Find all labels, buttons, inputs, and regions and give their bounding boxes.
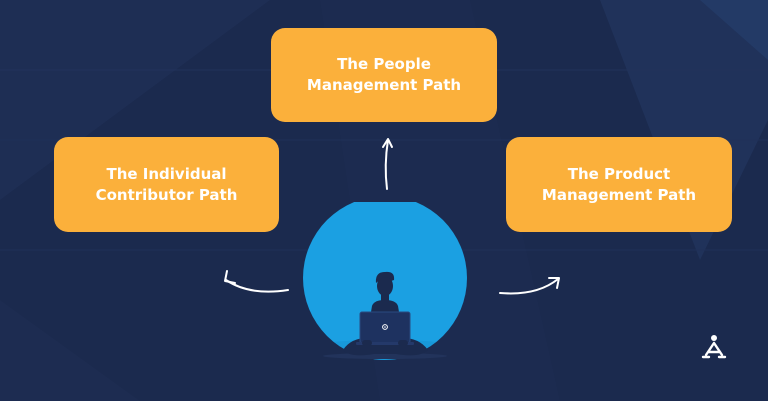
brand-logo-icon <box>701 335 727 359</box>
individual-contributor-path-box: The Individual Contributor Path <box>54 137 279 232</box>
person-with-laptop-icon <box>303 202 467 360</box>
product-management-path-label: The Product Management Path <box>541 164 697 204</box>
people-management-path-label: The People Management Path <box>306 55 462 94</box>
individual-contributor-path-label: The Individual Contributor Path <box>95 164 238 204</box>
product-management-path-box: The Product Management Path <box>506 137 732 232</box>
people-management-path-box: The People Management Path <box>271 28 497 122</box>
